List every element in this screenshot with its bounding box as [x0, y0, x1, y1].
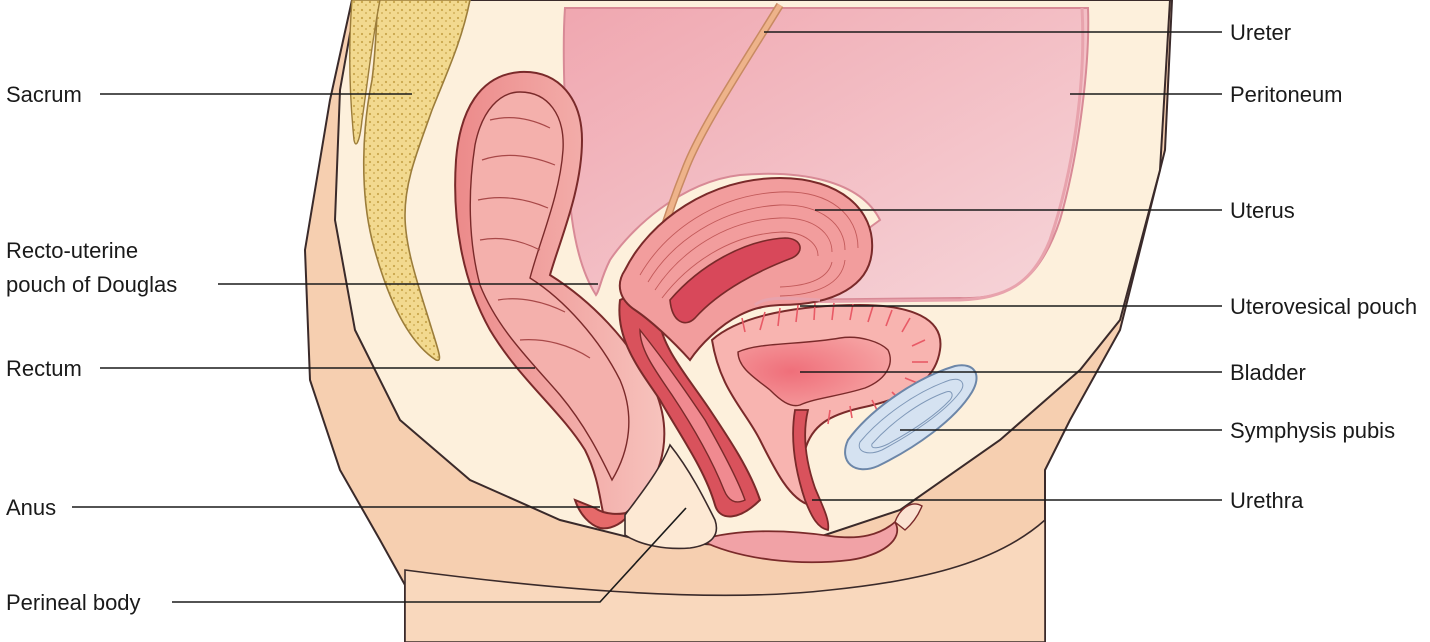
symphysis-pubis-bone — [844, 364, 978, 471]
uterine-cavity — [669, 237, 801, 324]
perineal-body-region — [624, 443, 718, 550]
label-sacrum: Sacrum — [6, 82, 82, 107]
label-rectum: Rectum — [6, 356, 82, 381]
ureter-tube-inner — [659, 3, 783, 236]
leader-lines — [72, 31, 1222, 603]
uterovesical-fold — [753, 296, 821, 307]
peritoneum-line — [774, 7, 1085, 304]
label-recto-uterine-line2: pouch of Douglas — [6, 272, 177, 297]
label-anus: Anus — [6, 495, 56, 520]
leader-perineal-body — [172, 507, 687, 603]
rectum-lumen — [469, 91, 630, 482]
label-uterovesical-pouch: Uterovesical pouch — [1230, 294, 1417, 319]
rectum-folds — [477, 117, 591, 359]
label-urethra: Urethra — [1230, 488, 1304, 513]
label-uterus: Uterus — [1230, 198, 1295, 223]
sacrum-coccyx — [349, 0, 381, 145]
label-bladder: Bladder — [1230, 360, 1306, 385]
clitoral-hood — [894, 503, 923, 531]
label-recto-uterine-line1: Recto-uterine — [6, 238, 138, 263]
symphysis-pubis-lines — [858, 378, 964, 454]
label-symphysis-pubis: Symphysis pubis — [1230, 418, 1395, 443]
label-perineal-body: Perineal body — [6, 590, 141, 615]
vagina-wall — [639, 328, 746, 503]
uterus-striations — [639, 191, 859, 299]
sacrum-bone — [362, 0, 471, 362]
label-peritoneum: Peritoneum — [1230, 82, 1343, 107]
labels: Sacrum Recto-uterine pouch of Douglas Re… — [6, 20, 1417, 615]
label-ureter: Ureter — [1230, 20, 1291, 45]
thigh-region — [404, 518, 1046, 642]
